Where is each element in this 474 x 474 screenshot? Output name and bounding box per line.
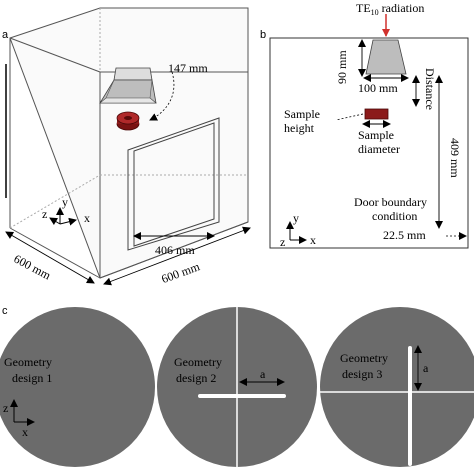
design-1-line-2: design 1 xyxy=(12,371,52,385)
sample-diameter-label-1: Sample xyxy=(358,128,394,142)
axes-a: y z x xyxy=(42,195,90,226)
axis-c-z: z xyxy=(3,401,8,415)
sample-2d xyxy=(364,108,389,120)
door-gap-label: 22.5 mm xyxy=(383,228,426,242)
disk-1 xyxy=(0,307,155,467)
cavity-outline xyxy=(269,37,469,249)
axis-b-x: x xyxy=(310,233,316,247)
radiation-label: TE10 radiation xyxy=(356,1,424,17)
disk-2-dim-label: a xyxy=(260,367,266,381)
design-2-line-1: Geometry xyxy=(174,355,222,369)
horn-distance-arrow xyxy=(149,71,175,121)
axis-a-x: x xyxy=(84,211,90,225)
door-frame xyxy=(127,117,220,251)
sample-3d xyxy=(116,111,140,131)
horn-height-label: 90 mm xyxy=(335,50,349,84)
axes-c: z x xyxy=(3,399,35,439)
design-3-line-2: design 3 xyxy=(342,367,382,381)
disk-design-3: a Geometry design 3 xyxy=(320,307,474,467)
axis-c-x: x xyxy=(22,425,28,439)
cavity-box xyxy=(9,7,249,279)
panel-c-label: c xyxy=(2,305,8,317)
door-label-1: Door boundary xyxy=(354,195,427,209)
horn-3d xyxy=(99,67,157,104)
distance-label: Distance xyxy=(423,68,437,110)
axis-a-z: z xyxy=(42,207,47,221)
horn-distance-label: 147 mm xyxy=(168,61,208,75)
disk-design-2: a Geometry design 2 xyxy=(157,307,317,467)
width-arrow xyxy=(103,226,251,286)
sample-diameter-label-2: diameter xyxy=(358,142,400,156)
sample-height-label-1: Sample xyxy=(284,107,320,121)
disk-design-1: Geometry design 1 xyxy=(0,307,155,467)
design-1-line-1: Geometry xyxy=(4,355,52,369)
panel-c: c Geometry design 1 a Geometry design 2 … xyxy=(0,305,474,467)
door-width-label: 406 mm xyxy=(155,243,195,257)
sample-height-label-2: height xyxy=(284,121,315,135)
design-2-line-2: design 2 xyxy=(176,371,216,385)
disk-3-dim-label: a xyxy=(423,361,429,375)
panel-b-label: b xyxy=(260,29,266,41)
panel-b: b TE10 radiation 90 mm 100 mm Distance S… xyxy=(260,1,469,249)
depth-arrow xyxy=(5,231,95,284)
axis-b-z: z xyxy=(280,235,285,249)
axis-a-y: y xyxy=(62,195,68,209)
total-height-label: 409 mm xyxy=(448,138,462,178)
axes-b: y z x xyxy=(280,211,316,249)
panel-a-label: a xyxy=(2,29,9,41)
design-3-line-1: Geometry xyxy=(340,351,388,365)
panel-a: a 147 mm xyxy=(2,7,251,286)
horn-2d xyxy=(365,39,407,75)
sample-height-leader xyxy=(335,113,364,121)
disk-3 xyxy=(320,307,474,467)
width-label: 600 mm xyxy=(159,259,202,286)
door-label-2: condition xyxy=(372,209,417,223)
axis-b-y: y xyxy=(293,211,299,225)
horn-width-label: 100 mm xyxy=(358,81,398,95)
